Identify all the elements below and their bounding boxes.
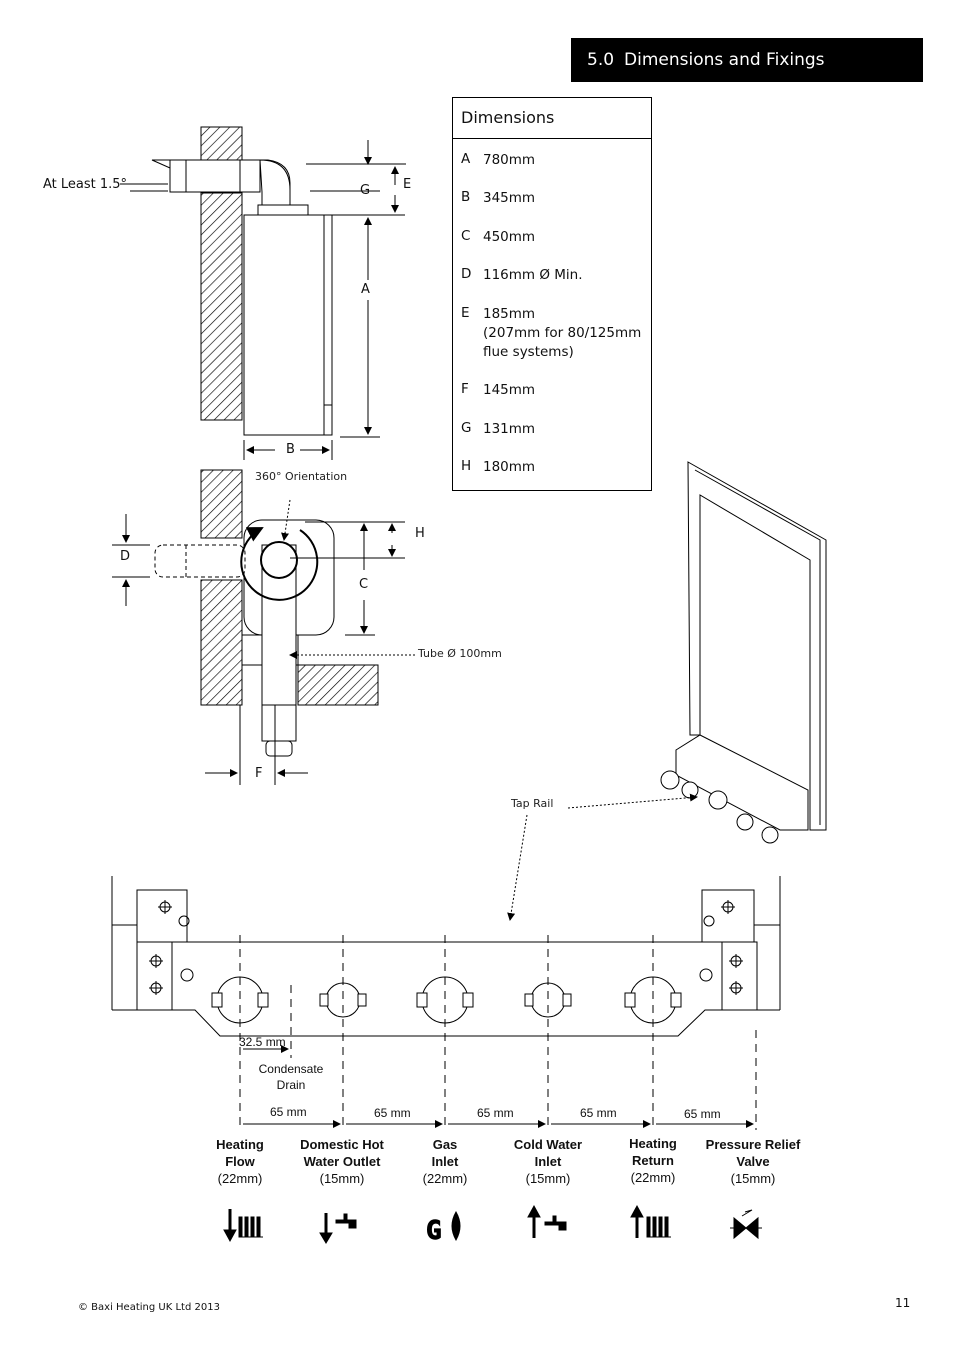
label-f: F [255,766,263,781]
hot-water-icon [319,1213,357,1244]
angle-label: At Least 1.5° [43,177,128,192]
copyright: © Baxi Heating UK Ltd 2013 [78,1302,220,1313]
relief-valve-icon [730,1209,762,1240]
spacing-5: 65 mm [684,1107,721,1121]
gas-icon: G [426,1210,461,1247]
label-c: C [359,577,369,592]
page-number: 11 [895,1296,911,1310]
label-d: D [120,549,131,564]
heating-return-icon [630,1204,671,1238]
tap-rail-front [111,876,781,1130]
tap-rail-label: Tap Rail [511,797,554,810]
section-number: 5.0 [587,50,615,70]
offset-label: 32.5 mm [239,1035,286,1049]
label-a: A [361,282,370,297]
dimensions-title: Dimensions [453,98,651,139]
label-h: H [415,526,425,541]
plan-view [112,469,415,785]
tube-label: Tube Ø 100mm [418,647,502,660]
spacing-1: 65 mm [270,1105,307,1119]
heating-flow-icon [223,1209,263,1243]
label-b: B [286,442,295,457]
label-e: E [403,177,412,192]
spacing-4: 65 mm [580,1106,617,1120]
connection-symbols: G [223,1204,762,1247]
orientation-label: 360° Orientation [255,470,348,483]
cold-water-icon [527,1204,567,1238]
wall-bracket [507,461,827,921]
section-title: Dimensions and Fixings [624,50,825,70]
spacing-3: 65 mm [477,1106,514,1120]
side-elevation [120,126,406,460]
spacing-2: 65 mm [374,1106,411,1120]
svg-text:G: G [426,1216,442,1246]
section-header: 5.0 Dimensions and Fixings [571,38,923,82]
label-g: G [360,183,371,198]
